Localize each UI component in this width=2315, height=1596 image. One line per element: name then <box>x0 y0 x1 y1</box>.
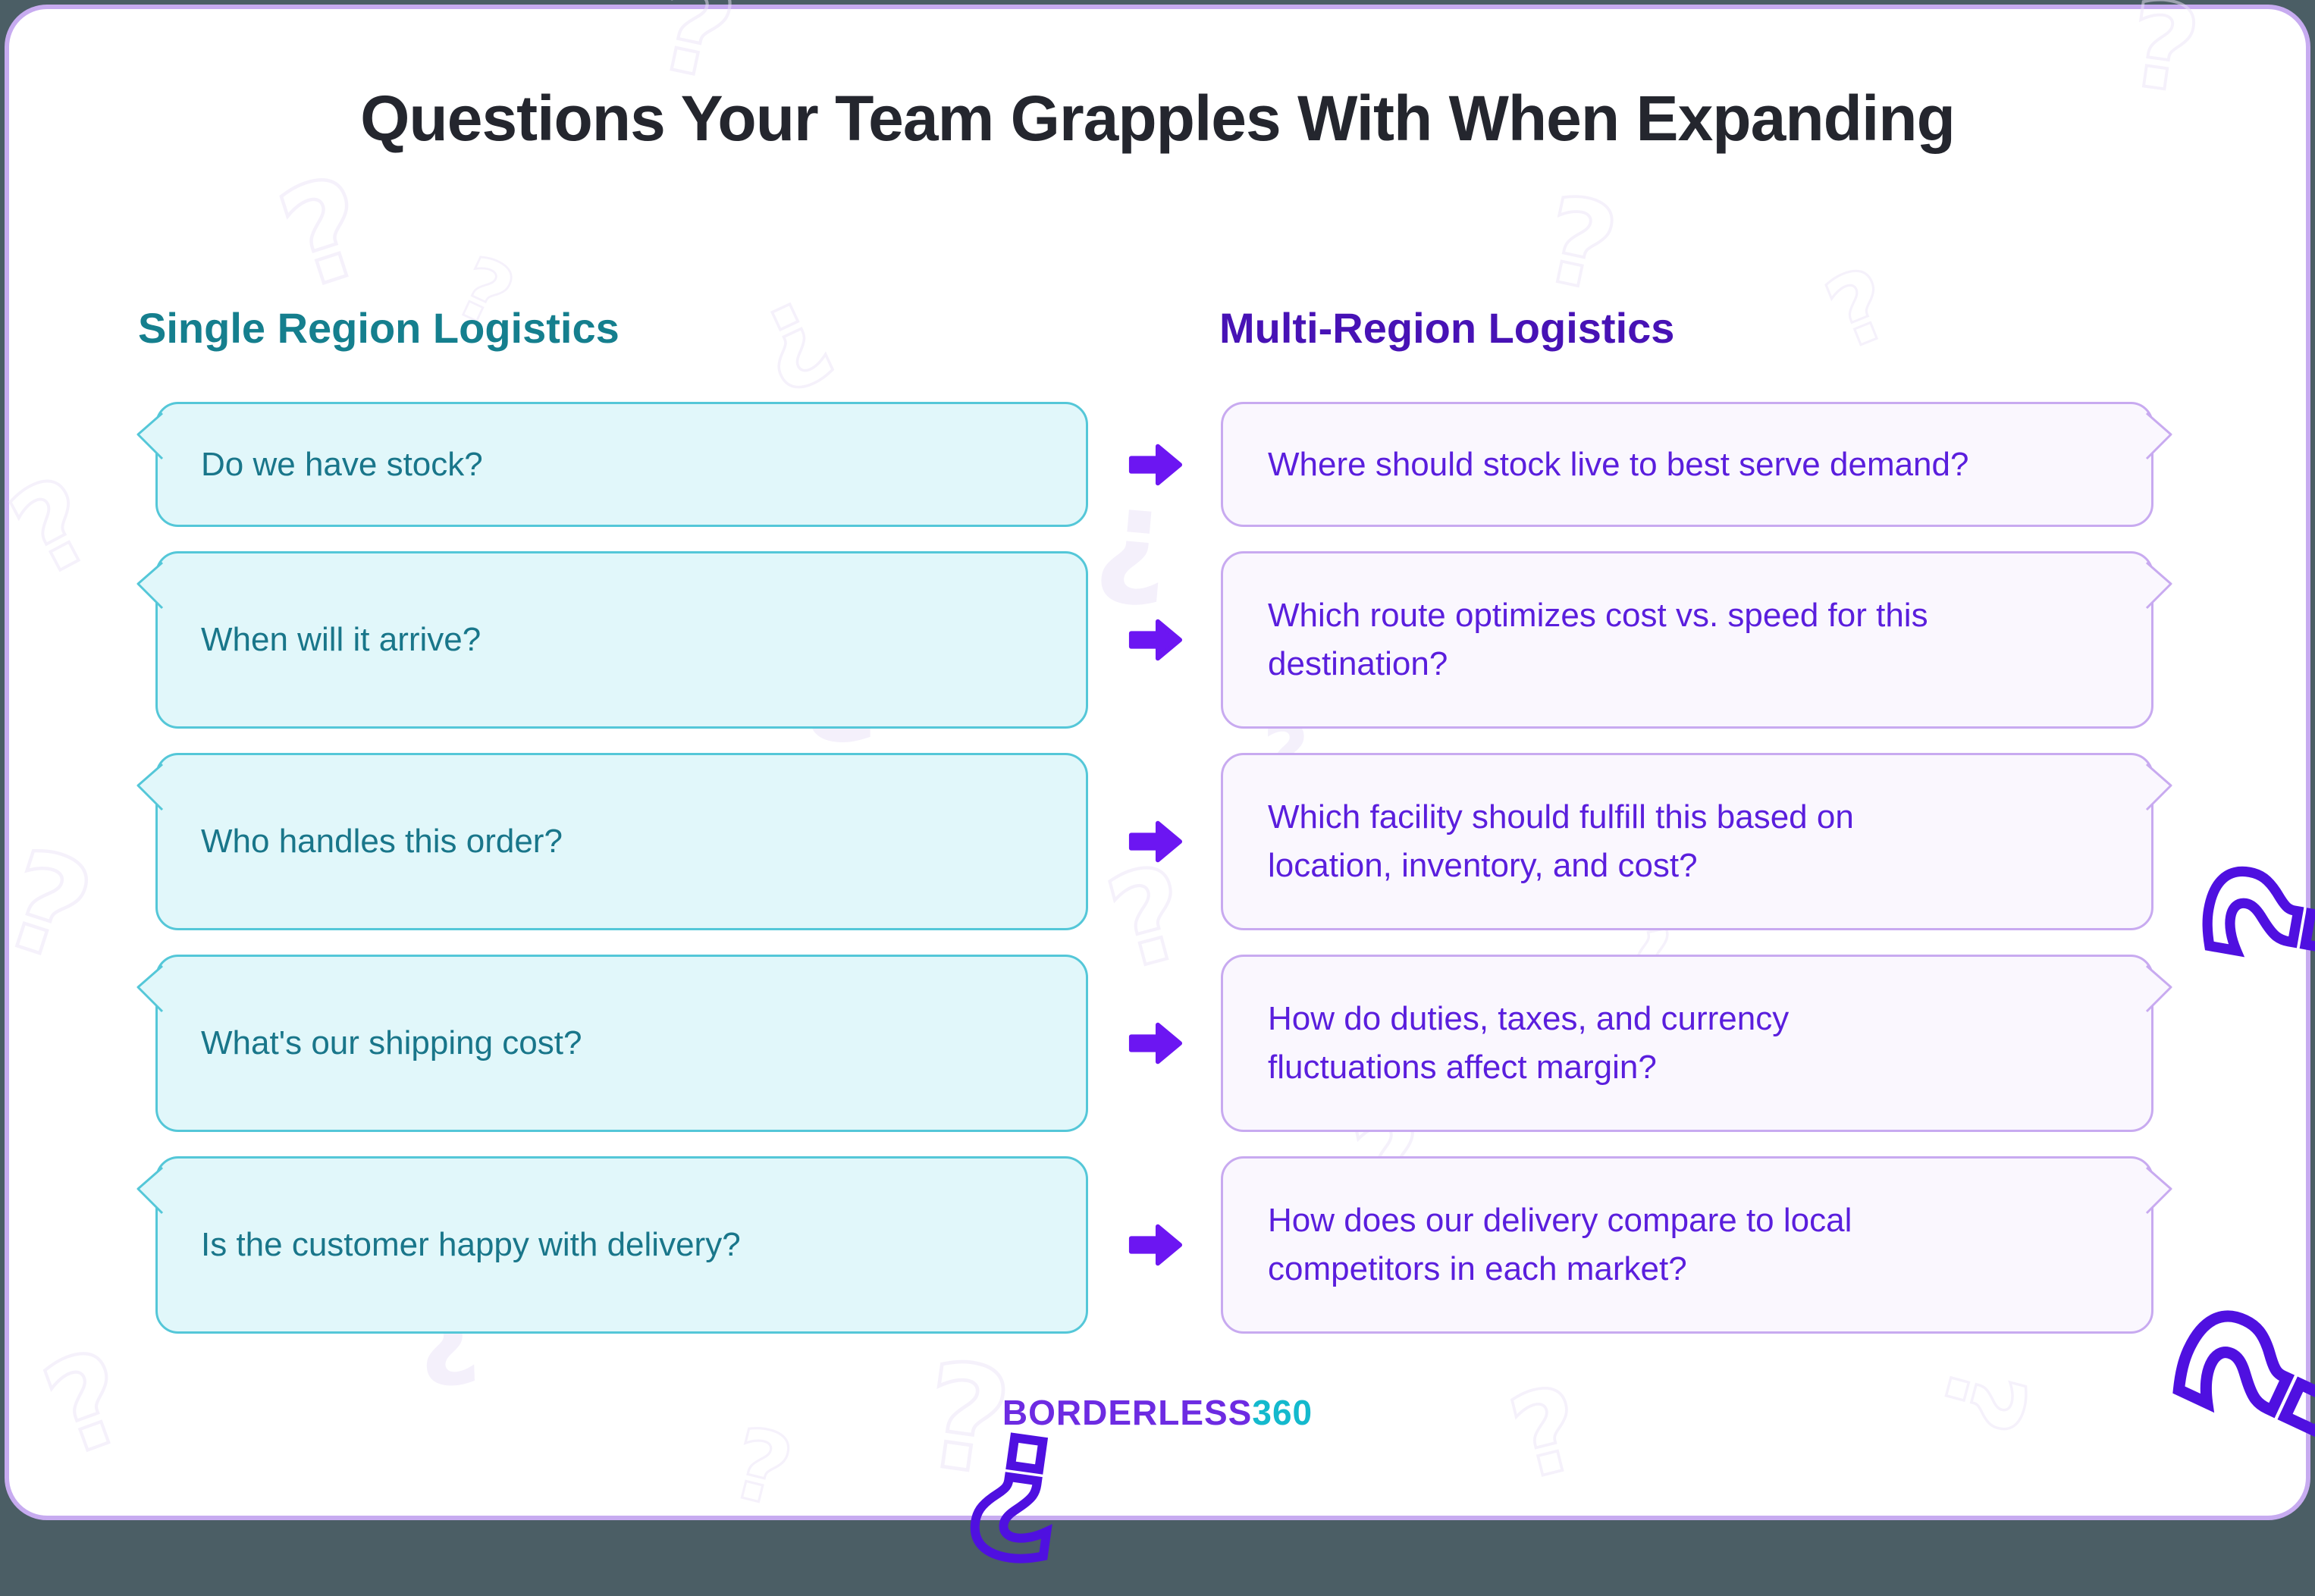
single-region-question-bubble: What's our shipping cost? <box>136 955 1088 1132</box>
right-arrow-icon <box>1128 1022 1182 1065</box>
speech-tail-icon <box>2145 412 2172 460</box>
single-region-question-text: When will it arrive? <box>201 621 482 659</box>
speech-tail-icon <box>2145 561 2172 610</box>
row-connector <box>1088 551 1221 729</box>
speech-tail-icon <box>136 561 164 610</box>
single-region-question-text: Is the customer happy with delivery? <box>201 1226 741 1264</box>
right-arrow-icon <box>1128 444 1182 485</box>
multi-region-question-bubble: Where should stock live to best serve de… <box>1221 402 2172 527</box>
row-connector <box>1088 753 1221 930</box>
question-row: When will it arrive? Which route optimiz… <box>136 551 2172 729</box>
multi-region-question-text: How do duties, taxes, and currency fluct… <box>1268 1000 1790 1086</box>
row-connector <box>1088 955 1221 1132</box>
multi-region-question-bubble: How does our delivery compare to local c… <box>1221 1156 2172 1334</box>
multi-region-question-text: Where should stock live to best serve de… <box>1268 445 1969 483</box>
row-connector <box>1088 402 1221 527</box>
right-arrow-icon <box>1128 820 1182 863</box>
speech-tail-icon <box>2145 964 2172 1013</box>
brand-logo: BORDERLESS360 <box>0 1392 2315 1433</box>
question-row: What's our shipping cost? How do duties,… <box>136 955 2172 1132</box>
page-title: Questions Your Team Grapples With When E… <box>360 83 1956 154</box>
brand-logo-wordmark: BORDERLESS <box>1002 1393 1253 1432</box>
single-region-question-bubble: Is the customer happy with delivery? <box>136 1156 1088 1334</box>
question-row: Who handles this order? Which facility s… <box>136 753 2172 930</box>
multi-region-question-bubble: How do duties, taxes, and currency fluct… <box>1221 955 2172 1132</box>
single-region-question-text: What's our shipping cost? <box>201 1024 582 1062</box>
multi-region-question-text: Which facility should fulfill this based… <box>1268 798 1854 884</box>
multi-region-question-text: Which route optimizes cost vs. speed for… <box>1268 597 1928 682</box>
row-connector <box>1088 1156 1221 1334</box>
single-region-question-bubble: Who handles this order? <box>136 753 1088 930</box>
question-row: Is the customer happy with delivery? How… <box>136 1156 2172 1334</box>
question-rows: Do we have stock? Where should stock liv… <box>136 402 2172 1358</box>
single-region-column-header: Single Region Logistics <box>138 304 620 352</box>
multi-region-question-bubble: Which route optimizes cost vs. speed for… <box>1221 551 2172 729</box>
single-region-question-text: Who handles this order? <box>201 823 563 861</box>
single-region-question-bubble: Do we have stock? <box>136 402 1088 527</box>
multi-region-question-text: How does our delivery compare to local c… <box>1268 1202 1852 1287</box>
speech-tail-icon <box>2145 1166 2172 1215</box>
right-arrow-icon <box>1128 619 1182 661</box>
right-arrow-icon <box>1128 1224 1182 1266</box>
speech-tail-icon <box>2145 763 2172 811</box>
speech-tail-icon <box>136 964 164 1013</box>
brand-logo-number: 360 <box>1252 1393 1313 1432</box>
multi-region-column-header: Multi-Region Logistics <box>1219 304 1675 352</box>
multi-region-question-bubble: Which facility should fulfill this based… <box>1221 753 2172 930</box>
speech-tail-icon <box>136 1166 164 1215</box>
speech-tail-icon <box>136 763 164 811</box>
single-region-question-bubble: When will it arrive? <box>136 551 1088 729</box>
single-region-question-text: Do we have stock? <box>201 445 483 483</box>
question-row: Do we have stock? Where should stock liv… <box>136 402 2172 527</box>
speech-tail-icon <box>136 412 164 460</box>
